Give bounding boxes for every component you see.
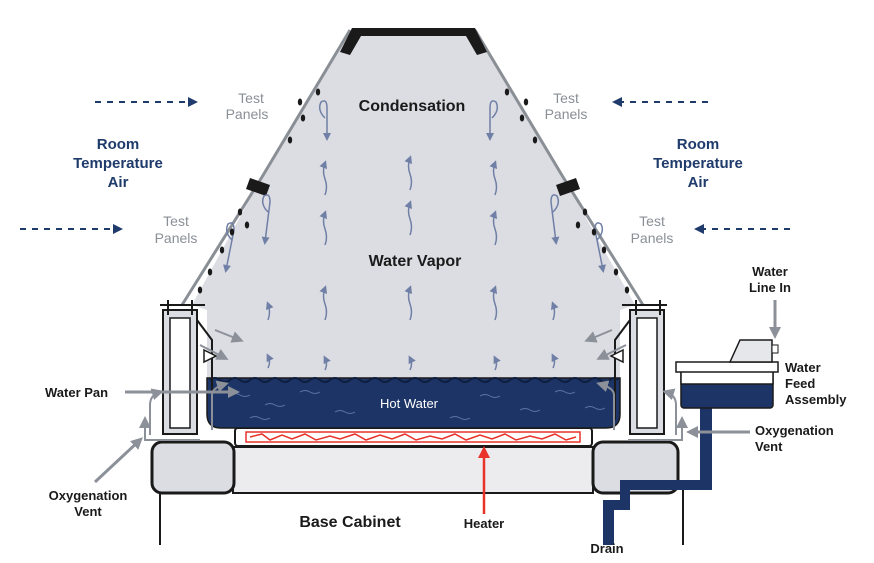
test-panels-label-top-left: Test Panels	[226, 90, 269, 122]
hot-water-label: Hot Water	[380, 396, 439, 411]
svg-text:Temperature: Temperature	[73, 155, 163, 172]
left-wall	[160, 300, 218, 435]
svg-text:Temperature: Temperature	[653, 155, 743, 172]
test-panels-label-top-right: Test Panels	[545, 90, 588, 122]
condensation-label: Condensation	[359, 98, 466, 115]
svg-text:Line In: Line In	[749, 280, 791, 295]
water-feed-assembly	[603, 339, 779, 545]
svg-text:Oxygenation: Oxygenation	[49, 488, 128, 503]
svg-text:Room: Room	[97, 136, 140, 153]
water-pan-label: Water Pan	[45, 385, 108, 400]
svg-text:Test: Test	[163, 213, 189, 229]
svg-text:Test: Test	[553, 90, 579, 106]
water-feed-assembly-label: Water Feed Assembly	[785, 360, 847, 407]
room-air-arrows	[20, 97, 790, 234]
svg-text:Air: Air	[688, 174, 709, 191]
svg-text:Test: Test	[238, 90, 264, 106]
test-panels-label-mid-left: Test Panels	[155, 213, 198, 246]
base-cabinet-label: Base Cabinet	[299, 514, 401, 531]
room-air-label-left: Room Temperature Air	[73, 136, 163, 191]
svg-text:Water: Water	[785, 360, 821, 375]
svg-text:Water: Water	[752, 264, 788, 279]
svg-text:Test: Test	[639, 213, 665, 229]
svg-text:Panels: Panels	[226, 106, 269, 122]
svg-text:Panels: Panels	[545, 106, 588, 122]
oxygenation-vent-label-left: Oxygenation Vent	[49, 488, 128, 519]
heater-label: Heater	[464, 516, 504, 531]
air-flow-arrows	[139, 329, 688, 441]
svg-text:Air: Air	[108, 174, 129, 191]
room-air-label-right: Room Temperature Air	[653, 136, 743, 191]
callout-arrows	[93, 300, 781, 484]
svg-text:Vent: Vent	[74, 504, 102, 519]
water-vapor-label: Water Vapor	[369, 253, 462, 270]
oxygenation-vent-label-right: Oxygenation Vent	[755, 423, 834, 454]
condensation-droplets	[197, 88, 630, 294]
svg-text:Panels: Panels	[155, 230, 198, 246]
right-wall	[609, 300, 667, 435]
water-pan	[206, 377, 621, 429]
svg-text:Panels: Panels	[631, 230, 674, 246]
base-cabinet	[150, 440, 684, 545]
svg-text:Assembly: Assembly	[785, 392, 847, 407]
chamber-body	[180, 28, 645, 420]
svg-text:Vent: Vent	[755, 439, 783, 454]
test-panels-label-mid-right: Test Panels	[631, 213, 674, 246]
svg-text:Oxygenation: Oxygenation	[755, 423, 834, 438]
svg-text:Room: Room	[677, 136, 720, 153]
svg-text:Feed: Feed	[785, 376, 815, 391]
water-line-in-label: Water Line In	[749, 264, 791, 295]
drain-label: Drain	[590, 541, 623, 556]
heater-element	[234, 427, 593, 447]
vapor-arrows	[223, 100, 606, 371]
